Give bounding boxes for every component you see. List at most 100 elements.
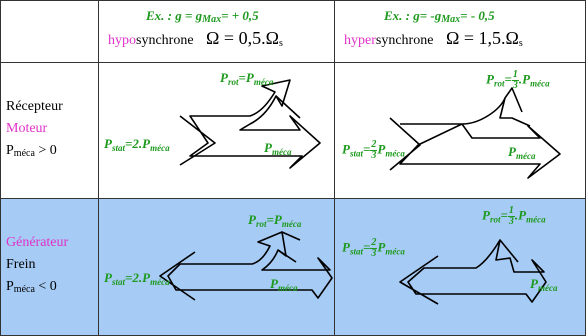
split-arrow-motor-hypo xyxy=(275,95,301,119)
eq-sign: = xyxy=(362,141,371,157)
label-pmeca-generator-hyper: Pméca xyxy=(530,276,557,293)
rot-sub: rot xyxy=(493,78,505,89)
label-prot-motor-hypo: Prot=Pméca xyxy=(220,70,273,87)
p-symbol: P xyxy=(522,71,531,87)
flow-arrow-motor-hyper xyxy=(389,87,561,179)
p-symbol: P xyxy=(142,136,151,151)
stat-sub: stat xyxy=(349,246,363,257)
border-left xyxy=(0,0,1,336)
stat-sub: stat xyxy=(111,277,125,287)
dot: . xyxy=(518,71,523,87)
label-pstat-generator-hypo: Pstat=2.Pméca xyxy=(104,270,170,287)
label-prot-generator-hypo: Prot=Pméca xyxy=(248,212,301,229)
hyper-example: Ex. : g= -gMax= - 0,5 xyxy=(384,8,495,25)
hypo-example: Ex. : g = gMax= + 0,5 xyxy=(146,8,259,25)
hypo-suffix: synchrone xyxy=(136,33,194,48)
p-symbol: P xyxy=(342,141,350,157)
meca-sub: méca xyxy=(530,78,550,89)
meca-sub: méca xyxy=(271,147,292,157)
stat-sub: stat xyxy=(349,148,363,159)
hyper-example-value: = - 0,5 xyxy=(460,8,495,23)
rot-sub: rot xyxy=(227,77,239,87)
denominator: 3 xyxy=(512,80,518,91)
numerator: 1 xyxy=(511,69,519,81)
generator-line3: Pméca < 0 xyxy=(6,276,68,301)
split-arrow-generator-hyper xyxy=(499,239,519,263)
p-symbol: P xyxy=(142,270,151,285)
hypo-title: hyposynchrone Ω = 0,5.Ωs xyxy=(108,28,283,49)
numerator: 2 xyxy=(370,139,378,151)
rot-sub: rot xyxy=(255,219,267,229)
meca-sub: méca xyxy=(515,151,536,161)
denominator: 3 xyxy=(508,216,514,227)
two-dot: =2. xyxy=(124,270,143,285)
meca-sub: méca xyxy=(277,283,298,293)
eq-sign: = xyxy=(500,207,508,223)
meca-sub: méca xyxy=(281,219,302,229)
hypo-omega-sub: s xyxy=(278,38,283,49)
row-divider-2 xyxy=(0,198,586,199)
label-pmeca-motor-hyper: Pméca xyxy=(508,144,535,161)
generator-p-sub: méca xyxy=(13,284,35,295)
p-symbol: P xyxy=(104,270,112,285)
p-symbol: P xyxy=(104,136,112,151)
p-symbol: P xyxy=(530,276,538,291)
flow-arrow-generator-hyper xyxy=(399,239,547,305)
generator-row-background xyxy=(0,198,586,336)
row-divider-1 xyxy=(0,62,586,63)
meca-sub: méca xyxy=(385,148,405,159)
column-divider-1 xyxy=(98,0,99,336)
p-symbol: P xyxy=(482,207,490,223)
hyper-example-sub: Max xyxy=(441,14,461,25)
p-symbol: P xyxy=(518,207,527,223)
receiver-p-sub: méca xyxy=(13,148,35,159)
hyper-omega: Ω = 1,5.Ωs xyxy=(437,28,523,49)
column-divider-2 xyxy=(334,0,335,336)
hyper-prefix: hyper xyxy=(344,33,376,48)
p-symbol: P xyxy=(486,71,494,87)
generator-line2: Frein xyxy=(6,257,36,272)
two-dot: =2. xyxy=(124,136,143,151)
hypo-omega-text: Ω = 0,5.Ω xyxy=(206,28,279,48)
p-symbol: P xyxy=(220,70,228,85)
p-symbol: P xyxy=(270,276,278,291)
generator-p: P xyxy=(6,279,14,294)
hypo-prefix: hypo xyxy=(108,33,136,48)
eq-sign: = xyxy=(266,212,274,227)
p-symbol: P xyxy=(245,70,254,85)
stat-sub: stat xyxy=(111,143,125,153)
hypo-example-value: = + 0,5 xyxy=(221,8,259,23)
meca-sub: méca xyxy=(385,246,405,257)
label-pmeca-generator-hypo: Pméca xyxy=(270,276,297,293)
hyper-example-text: Ex. : g= -g xyxy=(384,8,442,23)
receiver-rel: > 0 xyxy=(34,143,57,158)
hyper-suffix: synchrone xyxy=(375,33,434,48)
generator-row-label: Générateur Frein Pméca < 0 xyxy=(6,232,68,301)
dot: . xyxy=(514,207,519,223)
label-pstat-motor-hypo: Pstat=2.Pméca xyxy=(104,136,170,153)
numerator: 1 xyxy=(507,205,515,217)
eq-sign: = xyxy=(362,239,371,255)
p-symbol: P xyxy=(264,140,272,155)
border-top xyxy=(0,0,586,1)
meca-sub: méca xyxy=(526,214,546,225)
eq-sign: = xyxy=(504,71,512,87)
p-symbol: P xyxy=(342,239,350,255)
hypo-example-text: Ex. : g = g xyxy=(146,8,203,23)
receiver-p: P xyxy=(6,143,14,158)
numerator: 2 xyxy=(370,237,378,249)
generator-line1: Générateur xyxy=(6,235,69,250)
hyper-title: hypersynchrone Ω = 1,5.Ωs xyxy=(344,28,523,49)
hyper-omega-text: Ω = 1,5.Ω xyxy=(445,28,519,48)
hyper-omega-sub: s xyxy=(518,38,523,49)
meca-sub: méca xyxy=(253,77,274,87)
receiver-line1: Récepteur xyxy=(6,99,63,114)
receiver-line3: Pméca > 0 xyxy=(6,140,63,165)
denominator: 3 xyxy=(371,248,377,259)
